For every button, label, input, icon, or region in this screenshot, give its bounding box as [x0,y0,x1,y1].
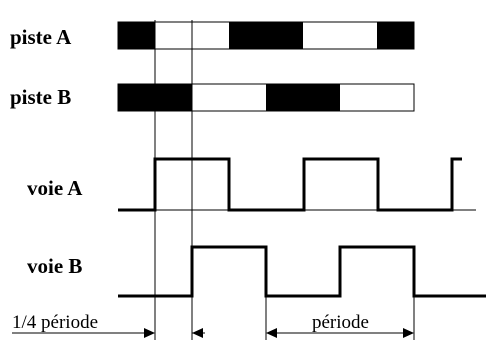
quarter-arrowhead-left [144,328,155,338]
track-a-segment [340,22,377,49]
track-b-segment [155,84,192,111]
track-a-segment [266,22,303,49]
period-label: période [312,312,369,333]
channel-a-label: voie A [27,176,83,200]
track-b-segment [377,84,414,111]
track-b-label: piste B [10,85,71,109]
track-b-segment [266,84,303,111]
track-a-segment [118,22,155,49]
track-b-segment [303,84,340,111]
track-a-outline [117,21,415,50]
quarter-period-label: 1/4 période [12,312,98,333]
track-b-outline [117,83,415,112]
period-arrowhead-right [403,328,414,338]
track-a-bar [117,21,415,50]
period-arrowhead-left [266,328,277,338]
track-b-segment [229,84,266,111]
track-a-segment [229,22,266,49]
track-a-segment [192,22,229,49]
channel-b-signal [118,245,486,298]
track-a-label: piste A [10,25,72,49]
track-a-segment [303,22,340,49]
channel-a-signal [118,157,462,212]
track-b-segment [118,84,155,111]
track-b-bar [117,83,415,112]
track-b-segment [340,84,377,111]
track-a-segment [377,22,414,49]
track-a-segment [155,22,192,49]
track-b-segment [192,84,229,111]
channel-b-label: voie B [27,254,82,278]
